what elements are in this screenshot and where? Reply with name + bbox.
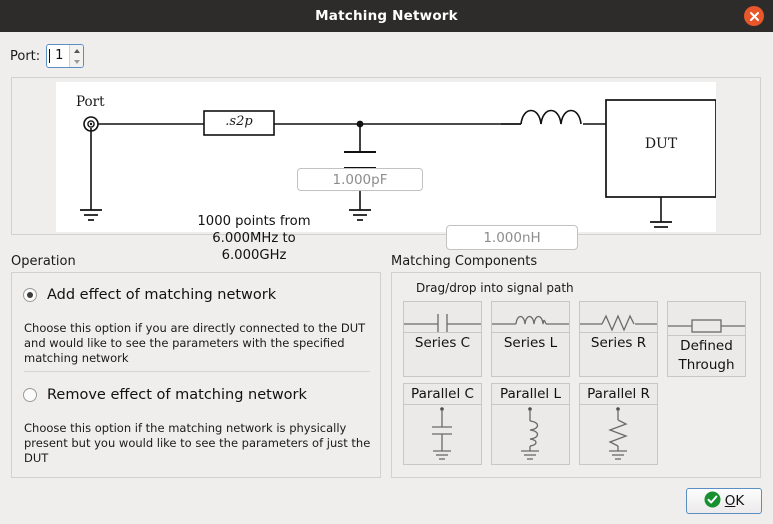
ok-label-rest: K: [735, 493, 745, 509]
resistor-series-icon: [580, 302, 657, 332]
tile-separator: [668, 335, 745, 336]
radio-remove-effect-label: Remove effect of matching network: [47, 387, 307, 403]
inductor-series-icon: [492, 302, 569, 332]
sweep-note: 1000 points from 6.000MHz to 6.000GHz: [184, 213, 324, 264]
circuit-schematic[interactable]: [56, 82, 716, 232]
matching-components-group: Drag/drop into signal path Series C: [391, 272, 761, 478]
series-inductor-symbol: [501, 109, 582, 125]
component-tile-series-c[interactable]: Series C: [403, 301, 482, 377]
component-label: Series L: [503, 335, 558, 351]
port-value[interactable]: 1: [49, 49, 63, 63]
operation-divider: [24, 371, 370, 372]
radio-add-effect[interactable]: Add effect of matching network: [23, 287, 276, 303]
ok-button[interactable]: OK: [686, 488, 762, 514]
tile-separator: [492, 404, 569, 405]
tile-separator: [492, 332, 569, 333]
port-row: Port: 1: [10, 44, 85, 68]
sweep-note-line2: 6.000MHz to: [212, 231, 296, 246]
component-label: Series C: [414, 335, 471, 351]
ground-symbol-cap: [349, 209, 371, 221]
component-label: Series R: [590, 335, 647, 351]
capacitance-value: 1.000pF: [332, 171, 388, 188]
port-label: Port:: [10, 48, 41, 64]
operation-group: Add effect of matching network Choose th…: [11, 272, 381, 478]
port-symbol: [83, 116, 99, 132]
chevron-up-icon[interactable]: [73, 48, 80, 53]
matching-components-group-title: Matching Components: [391, 254, 538, 269]
inductor-shunt-icon: [492, 405, 569, 464]
ok-label-mnemonic: O: [724, 493, 736, 509]
ground-symbol-port: [80, 209, 102, 221]
capacitor-shunt-icon: [404, 405, 481, 464]
component-tile-defined-through[interactable]: Defined Through: [667, 301, 746, 377]
component-tile-parallel-c[interactable]: Parallel C: [403, 383, 482, 465]
series-component-row: Series C Series L: [403, 301, 746, 377]
circuit-panel: Port .s2p 1000 points from 6.000MHz to 6…: [11, 77, 761, 263]
component-tile-series-l[interactable]: Series L: [491, 301, 570, 377]
inductance-input[interactable]: 1.000nH: [446, 225, 578, 250]
tile-separator: [580, 332, 657, 333]
radio-add-effect-label: Add effect of matching network: [47, 287, 277, 303]
component-label: Parallel R: [587, 386, 650, 402]
tile-separator: [580, 404, 657, 405]
ground-symbol-dut: [650, 221, 672, 228]
shunt-capacitor-symbol: [344, 151, 376, 169]
radio-icon-selected[interactable]: [23, 288, 37, 302]
title-bar: Matching Network: [0, 0, 773, 32]
component-tile-parallel-r[interactable]: Parallel R: [579, 383, 658, 465]
close-icon[interactable]: [744, 6, 764, 26]
sweep-note-line1: 1000 points from: [197, 214, 311, 229]
radio-icon-unselected[interactable]: [23, 388, 37, 402]
circuit-canvas[interactable]: Port .s2p 1000 points from 6.000MHz to 6…: [56, 82, 716, 263]
port-text-label: Port: [76, 94, 105, 110]
resistor-shunt-icon: [580, 405, 657, 464]
ok-button-label: OK: [725, 493, 745, 509]
dut-box: [605, 99, 716, 198]
check-circle-icon: [704, 491, 721, 511]
s2p-block: [203, 110, 275, 136]
component-label: Parallel L: [499, 386, 561, 402]
port-spinner-arrows[interactable]: [69, 45, 84, 67]
component-label-line1: Defined: [680, 338, 733, 354]
capacitance-input[interactable]: 1.000pF: [297, 168, 423, 191]
component-label-line2: Through: [678, 357, 735, 373]
dut-label: DUT: [644, 136, 678, 152]
window-title: Matching Network: [315, 8, 458, 24]
chevron-down-icon[interactable]: [73, 59, 80, 64]
radio-add-effect-help: Choose this option if you are directly c…: [24, 321, 366, 365]
parallel-component-row: Parallel C: [403, 383, 658, 465]
port-spinner[interactable]: 1: [46, 44, 85, 68]
radio-remove-effect[interactable]: Remove effect of matching network: [23, 387, 307, 403]
tile-separator: [404, 332, 481, 333]
tile-separator: [404, 404, 481, 405]
sweep-note-line3: 6.000GHz: [221, 248, 287, 263]
component-tile-parallel-l[interactable]: Parallel L: [491, 383, 570, 465]
component-tile-series-r[interactable]: Series R: [579, 301, 658, 377]
radio-remove-effect-help: Choose this option if the matching netwo…: [24, 421, 371, 465]
through-icon: [668, 302, 745, 335]
component-label: Parallel C: [411, 386, 474, 402]
capacitor-series-icon: [404, 302, 481, 332]
junction-node: [356, 120, 364, 128]
operation-group-title: Operation: [11, 254, 76, 269]
inductance-value: 1.000nH: [483, 229, 541, 246]
s2p-label: .s2p: [225, 114, 253, 129]
drag-drop-note: Drag/drop into signal path: [416, 281, 574, 295]
